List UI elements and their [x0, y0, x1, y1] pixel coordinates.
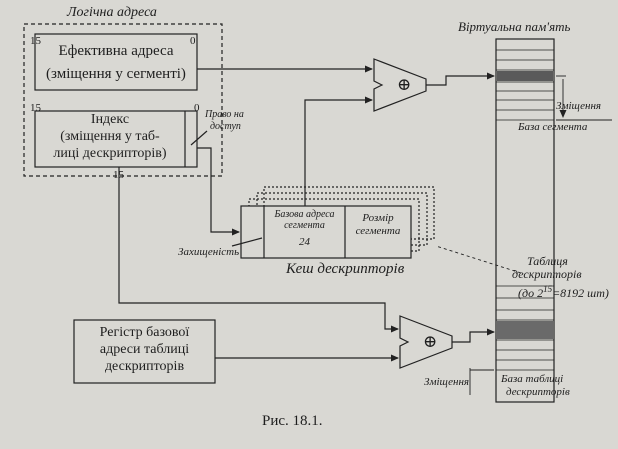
effective-address-box — [34, 33, 198, 91]
adder-bottom-symbol: ⊕ — [423, 332, 438, 351]
descriptor-size-line2: сегмента — [355, 225, 401, 237]
effective-bit-high: 15 — [30, 35, 41, 47]
descriptor-card-front — [240, 205, 412, 259]
adder-top — [373, 58, 427, 112]
figure-caption: Рис. 18.1. — [262, 413, 323, 429]
descriptor-table-line3: (до 215=8192 шт) — [518, 284, 609, 300]
descriptor-base-line2: сегмента — [284, 220, 325, 231]
protection-label: Захищеність — [178, 246, 240, 258]
descriptor-size-line1: Розмір — [362, 212, 394, 224]
descriptor-table-line1: Таблиця — [527, 254, 568, 268]
index-line1: Індекс — [90, 112, 130, 127]
base-register-line1: Регістр базової — [99, 325, 190, 340]
virtual-memory-label: Віртуальна пам'ять — [458, 19, 571, 34]
adder-top-symbol: ⊕ — [397, 75, 412, 94]
index-bit-low: 0 — [194, 102, 200, 114]
logical-address-title: Логічна адреса — [67, 5, 157, 20]
base-register-line3: дескрипторів — [104, 359, 185, 374]
logical-address-frame — [23, 23, 223, 177]
index-bit-high: 15 — [30, 102, 41, 114]
memory-rows — [496, 49, 554, 371]
adder-bottom — [399, 315, 453, 369]
descriptor-table-count-suffix: =8192 шт) — [552, 286, 609, 300]
offset-label-bottom: Зміщення — [424, 376, 470, 388]
selected-segment-slot — [497, 71, 553, 81]
base-register-box — [73, 319, 216, 384]
effective-address-line1: Ефективна адреса — [58, 43, 174, 59]
descriptor-base-line1: Базова адреса — [274, 209, 335, 220]
virtual-memory-column — [495, 38, 555, 403]
arrow-adder-to-memory — [426, 72, 495, 86]
index-bit-bottom: 15 — [113, 169, 124, 181]
arrow-index-to-table-adder — [118, 167, 399, 333]
arrow-index-to-cache — [197, 147, 240, 236]
access-right-line2: доступ — [210, 121, 241, 132]
descriptor-base-bits: 24 — [299, 236, 310, 248]
index-line3: лиці дескрипторів) — [53, 146, 167, 161]
descriptor-table-count-exponent: 15 — [543, 284, 553, 294]
table-base-line2: дескрипторів — [506, 386, 570, 398]
table-leader — [435, 245, 522, 274]
effective-bit-low: 0 — [190, 35, 196, 47]
base-register-line2: адреси таблиці — [99, 342, 190, 357]
cache-label: Кеш дескрипторів — [286, 261, 405, 277]
descriptor-table-count-prefix: (до 2 — [518, 286, 544, 300]
table-base-line1: База таблиці — [501, 373, 564, 385]
access-right-line1: Право на — [205, 109, 244, 120]
descriptor-table-line2: дескрипторів — [512, 267, 582, 281]
arrow-adder-to-table — [452, 328, 495, 343]
selected-descriptor-slot — [497, 321, 553, 339]
segment-base-label: База сегмента — [518, 121, 588, 133]
arrow-base-to-adder — [304, 96, 373, 206]
offset-label-top: Зміщення — [556, 100, 602, 112]
index-line2: (зміщення у таб- — [60, 129, 160, 144]
effective-address-line2: (зміщення у сегменті) — [46, 66, 186, 82]
access-right-leader — [190, 130, 208, 146]
protection-leader — [231, 237, 263, 247]
